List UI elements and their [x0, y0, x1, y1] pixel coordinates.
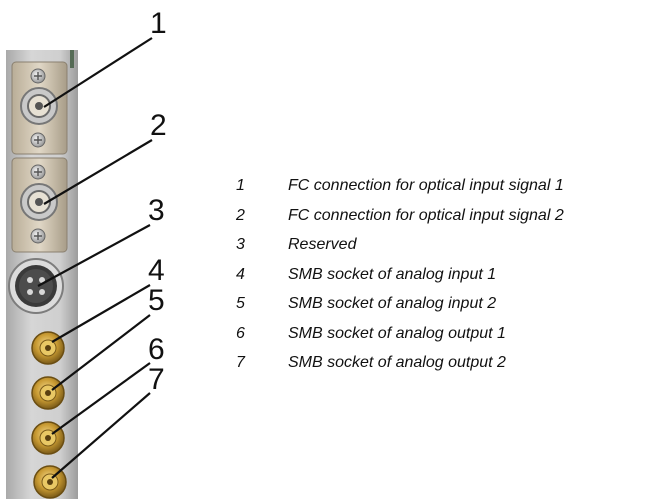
- legend-number: 5: [236, 295, 245, 312]
- legend-number: 3: [236, 236, 245, 253]
- legend-number: 1: [236, 177, 245, 194]
- legend-text: FC connection for optical input signal 1: [288, 177, 564, 194]
- leader-line-5: [51, 314, 151, 391]
- leader-line-1: [43, 37, 153, 108]
- legend-item: 2 FC connection for optical input signal …: [236, 201, 564, 231]
- legend-item: 3 Reserved: [236, 230, 564, 260]
- legend-number: 7: [236, 354, 245, 371]
- callout-7: 7: [148, 363, 165, 396]
- callout-3: 3: [148, 194, 165, 227]
- legend-number: 2: [236, 206, 245, 224]
- legend-item: 6 SMB socket of analog output 1: [236, 319, 564, 349]
- legend-item: 7 SMB socket of analog output 2: [236, 348, 564, 378]
- legend-text: SMB socket of analog input 1: [288, 265, 497, 283]
- legend-text: SMB socket of analog output 2: [288, 354, 506, 371]
- legend-item: 1 FC connection for optical input signal …: [236, 171, 564, 201]
- leader-line-3: [37, 224, 151, 287]
- legend-item: 5 SMB socket of analog input 2: [236, 289, 564, 319]
- legend-number: 6: [236, 324, 245, 342]
- callout-2: 2: [150, 109, 167, 142]
- legend-number: 4: [236, 265, 245, 283]
- legend-text: FC connection for optical input signal 2: [288, 206, 564, 224]
- fc-connector-2: [11, 157, 68, 253]
- legend-list: 1 FC connection for optical input signal …: [236, 171, 564, 378]
- panel-edge-mark: [70, 50, 74, 68]
- legend-text: Reserved: [288, 236, 357, 253]
- legend-text: SMB socket of analog output 1: [288, 324, 506, 342]
- leader-line-7: [51, 392, 151, 479]
- callout-6: 6: [148, 333, 165, 366]
- callout-5: 5: [148, 284, 165, 317]
- smb-socket-2: [31, 376, 65, 410]
- leader-line-2: [43, 139, 153, 205]
- callout-4: 4: [148, 254, 165, 287]
- legend-item: 4 SMB socket of analog input 1: [236, 260, 564, 290]
- reserved-connector: [8, 258, 64, 314]
- leader-line-6: [51, 362, 151, 435]
- callout-1: 1: [150, 7, 167, 40]
- smb-socket-3: [31, 421, 65, 455]
- leader-line-4: [51, 284, 151, 343]
- fc-connector-1: [11, 61, 68, 155]
- legend-text: SMB socket of analog input 2: [288, 295, 497, 312]
